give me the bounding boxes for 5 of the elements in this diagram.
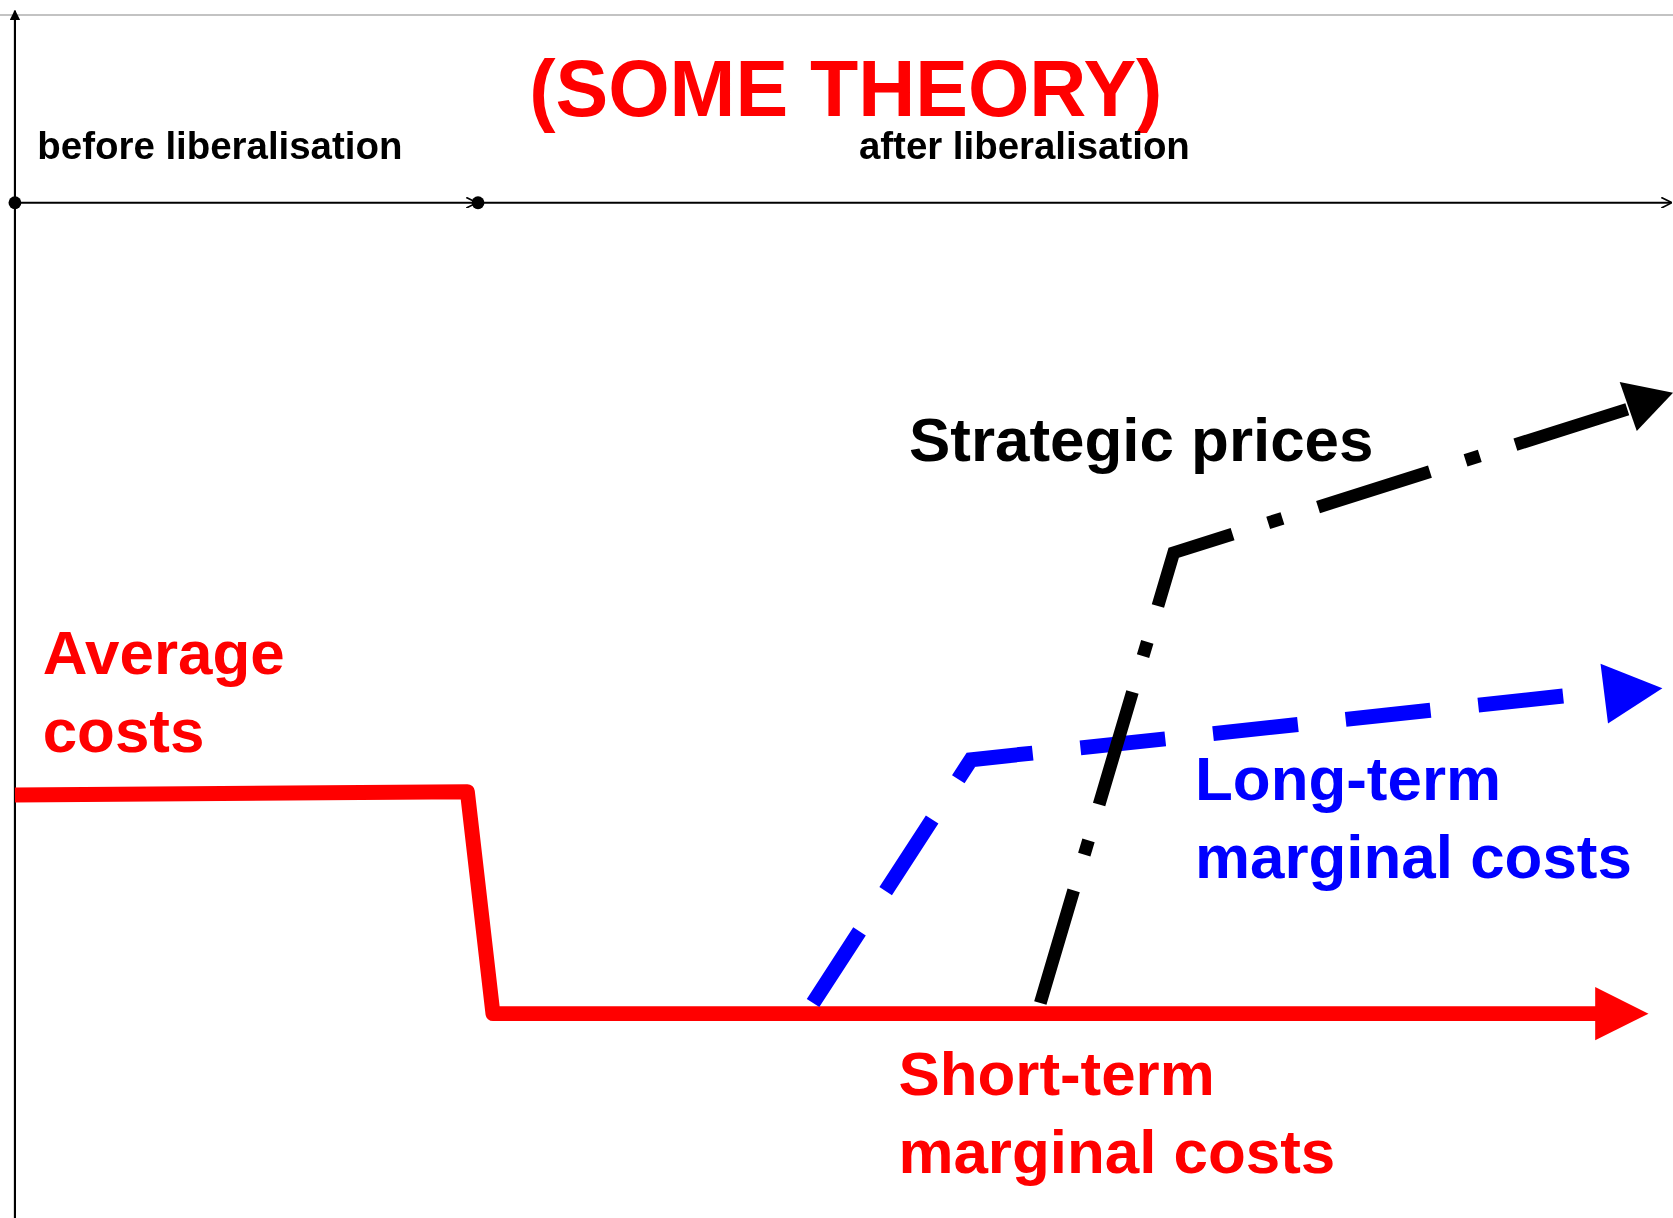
period-label: before liberalisation: [37, 122, 403, 170]
curve-label: Average costs: [42, 616, 286, 767]
curve-label: Strategic prices: [909, 403, 1374, 476]
curve-label: Long-term marginal costs: [1195, 742, 1633, 893]
curve-label: Short-term marginal costs: [898, 1037, 1337, 1188]
